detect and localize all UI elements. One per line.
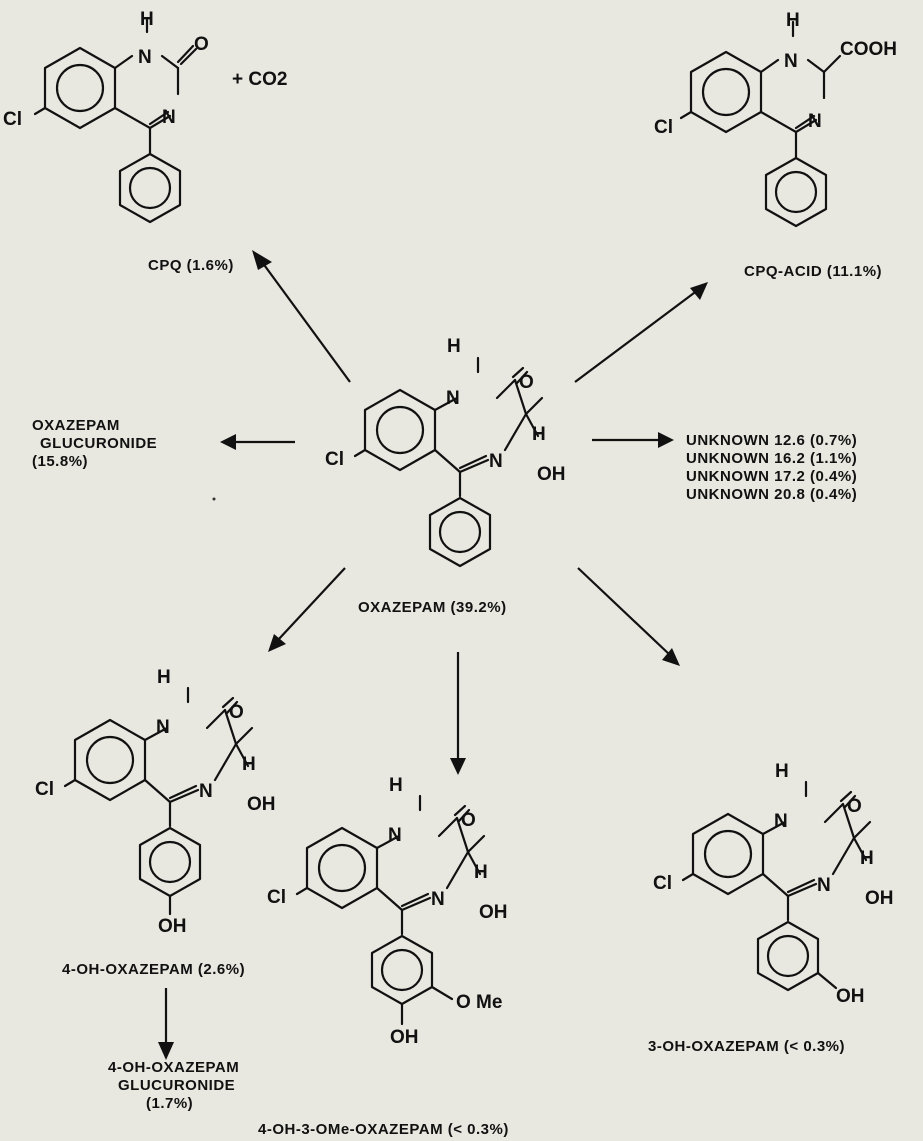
oh3-oxazepam-label: 3-OH-OXAZEPAM (< 0.3%)	[648, 1038, 845, 1055]
atom-cl: Cl	[653, 873, 672, 894]
atom-n: N	[138, 47, 152, 68]
atom-cl: Cl	[267, 887, 286, 908]
oh4-gluc-label-1: 4-OH-OXAZEPAM	[108, 1059, 239, 1076]
arrow-head-cpq-acid	[690, 282, 708, 300]
atom-o: O	[229, 702, 244, 723]
oh4-oxazepam-structure: H N O H OH N Cl OH	[35, 667, 276, 937]
oh3-oxazepam-structure: H N O H OH N Cl OH	[653, 761, 894, 1007]
arrow-head-4oh-3ome	[450, 758, 466, 775]
oh4-ome3-oxazepam-structure: H N O H OH N Cl O Me OH	[267, 775, 508, 1048]
unknown-16-2: UNKNOWN 16.2 (1.1%)	[686, 450, 857, 467]
atom-cl: Cl	[654, 117, 673, 138]
atom-oh: OH	[247, 794, 276, 815]
atom-o: O	[847, 796, 862, 817]
unknown-17-2: UNKNOWN 17.2 (0.4%)	[686, 468, 857, 485]
atom-h: H	[775, 761, 789, 782]
co2-label: + CO2	[232, 69, 287, 90]
atom-oh: OH	[537, 464, 566, 485]
unknown-12-6: UNKNOWN 12.6 (0.7%)	[686, 432, 857, 449]
atom-h: H	[140, 9, 154, 30]
atom-h: H	[242, 754, 256, 775]
oh4-gluc-label-2: GLUCURONIDE	[118, 1077, 235, 1094]
atom-cl: Cl	[3, 109, 22, 130]
atom-n: N	[431, 889, 445, 910]
glucuronide-label-1: OXAZEPAM	[32, 417, 120, 434]
reaction-arrows	[158, 250, 708, 1060]
arrow-head-cpq	[252, 250, 272, 270]
oxazepam-structure: H N O H OH N Cl	[325, 336, 566, 568]
atom-oh: OH	[865, 888, 894, 909]
atom-oh: OH	[158, 916, 187, 937]
atom-n: N	[817, 875, 831, 896]
oh4-ome3-oxazepam-label: 4-OH-3-OMe-OXAZEPAM (< 0.3%)	[258, 1121, 509, 1138]
atom-cl: Cl	[35, 779, 54, 800]
speck	[212, 497, 216, 501]
arrow-head-glucuronide	[220, 434, 236, 450]
atom-n: N	[388, 825, 402, 846]
cpq-structure: H N O N Cl + CO2	[3, 9, 287, 224]
atom-o: O	[194, 34, 209, 55]
atom-n: N	[156, 717, 170, 738]
atom-o: O	[461, 810, 476, 831]
unknown-20-8: UNKNOWN 20.8 (0.4%)	[686, 486, 857, 503]
atom-n: N	[774, 811, 788, 832]
arrow-head-4oh	[268, 634, 286, 652]
atom-h: H	[157, 667, 171, 688]
atom-h: H	[447, 336, 461, 357]
atom-n: N	[489, 451, 503, 472]
atom-h: H	[786, 10, 800, 31]
atom-cl: Cl	[325, 449, 344, 470]
oh4-gluc-label-3: (1.7%)	[146, 1095, 193, 1112]
glucuronide-label-3: (15.8%)	[32, 453, 88, 470]
atom-oh: OH	[836, 986, 865, 1007]
cpq-label: CPQ (1.6%)	[148, 257, 234, 274]
arrow-head-unknowns	[658, 432, 674, 448]
atom-h: H	[860, 848, 874, 869]
atom-o: O	[519, 372, 534, 393]
cpq-acid-structure: H N COOH N Cl	[654, 10, 897, 228]
atom-n: N	[199, 781, 213, 802]
atom-oh: OH	[479, 902, 508, 923]
arrow-head-3oh	[662, 648, 680, 666]
oxazepam-label: OXAZEPAM (39.2%)	[358, 599, 507, 616]
atom-n: N	[446, 388, 460, 409]
atom-n: N	[784, 51, 798, 72]
atom-h: H	[474, 862, 488, 883]
cpq-acid-label: CPQ-ACID (11.1%)	[744, 263, 882, 280]
atom-h: H	[389, 775, 403, 796]
glucuronide-label-2: GLUCURONIDE	[40, 435, 157, 452]
atom-oh: OH	[390, 1027, 419, 1048]
atom-n: N	[162, 107, 176, 128]
atom-cooh: COOH	[840, 39, 897, 60]
arrow-head-4oh-gluc	[158, 1042, 174, 1060]
atom-ome: O Me	[456, 992, 502, 1013]
oh4-oxazepam-label: 4-OH-OXAZEPAM (2.6%)	[62, 961, 245, 978]
atom-h: H	[532, 424, 546, 445]
atom-n: N	[808, 111, 822, 132]
